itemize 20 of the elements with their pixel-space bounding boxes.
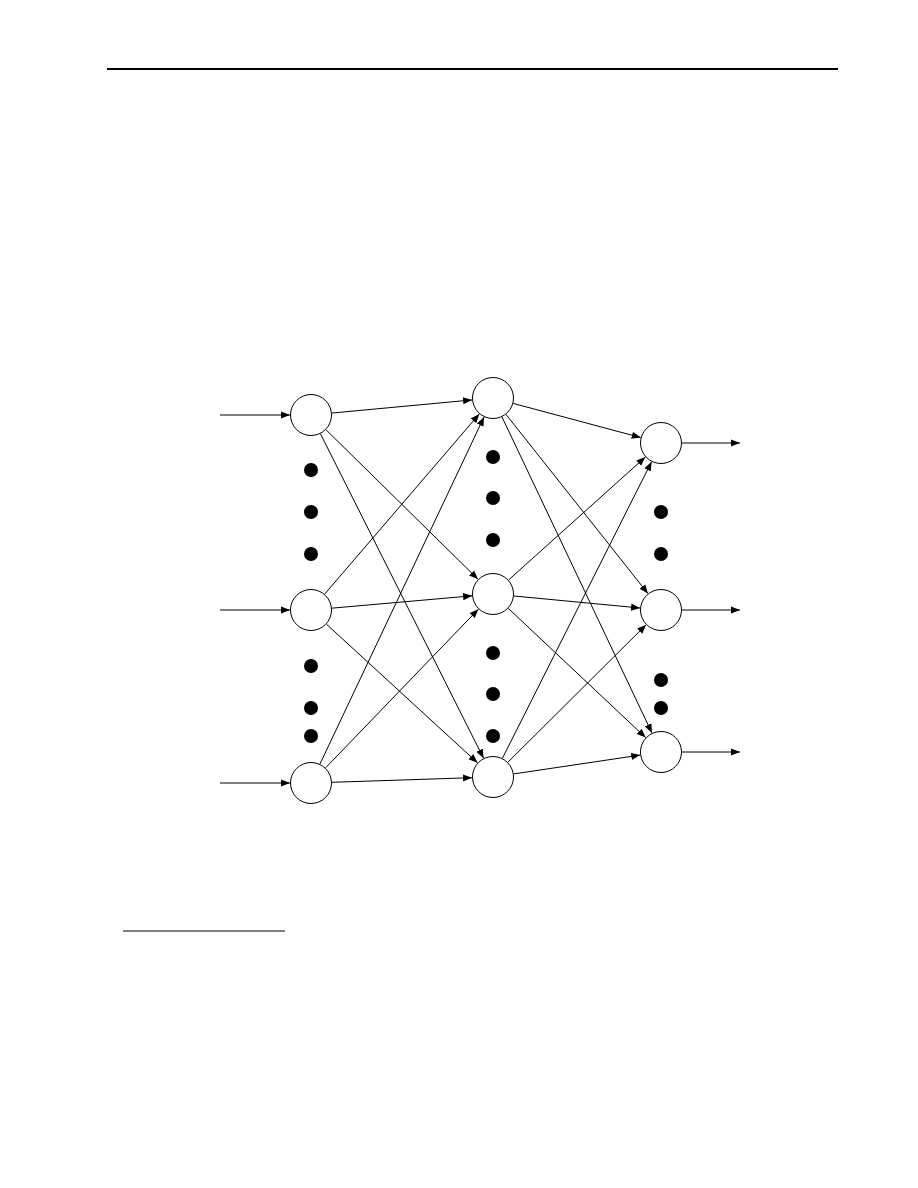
arrow <box>501 416 653 734</box>
arrow <box>512 402 642 439</box>
arrow <box>331 774 473 783</box>
arrow <box>219 411 291 419</box>
arrow <box>681 748 741 756</box>
arrow <box>501 461 653 759</box>
arrow <box>681 439 741 447</box>
arrow <box>681 606 741 614</box>
arrow <box>324 413 480 595</box>
arrow <box>505 413 649 595</box>
arrow <box>513 752 641 775</box>
arrow <box>219 606 291 614</box>
arrow <box>325 429 479 580</box>
arrow <box>331 397 473 414</box>
arrow <box>507 607 647 739</box>
arrow <box>508 456 646 581</box>
arrow <box>513 595 641 611</box>
arrow <box>507 624 647 763</box>
arrow <box>219 779 291 787</box>
arrow <box>331 593 473 609</box>
